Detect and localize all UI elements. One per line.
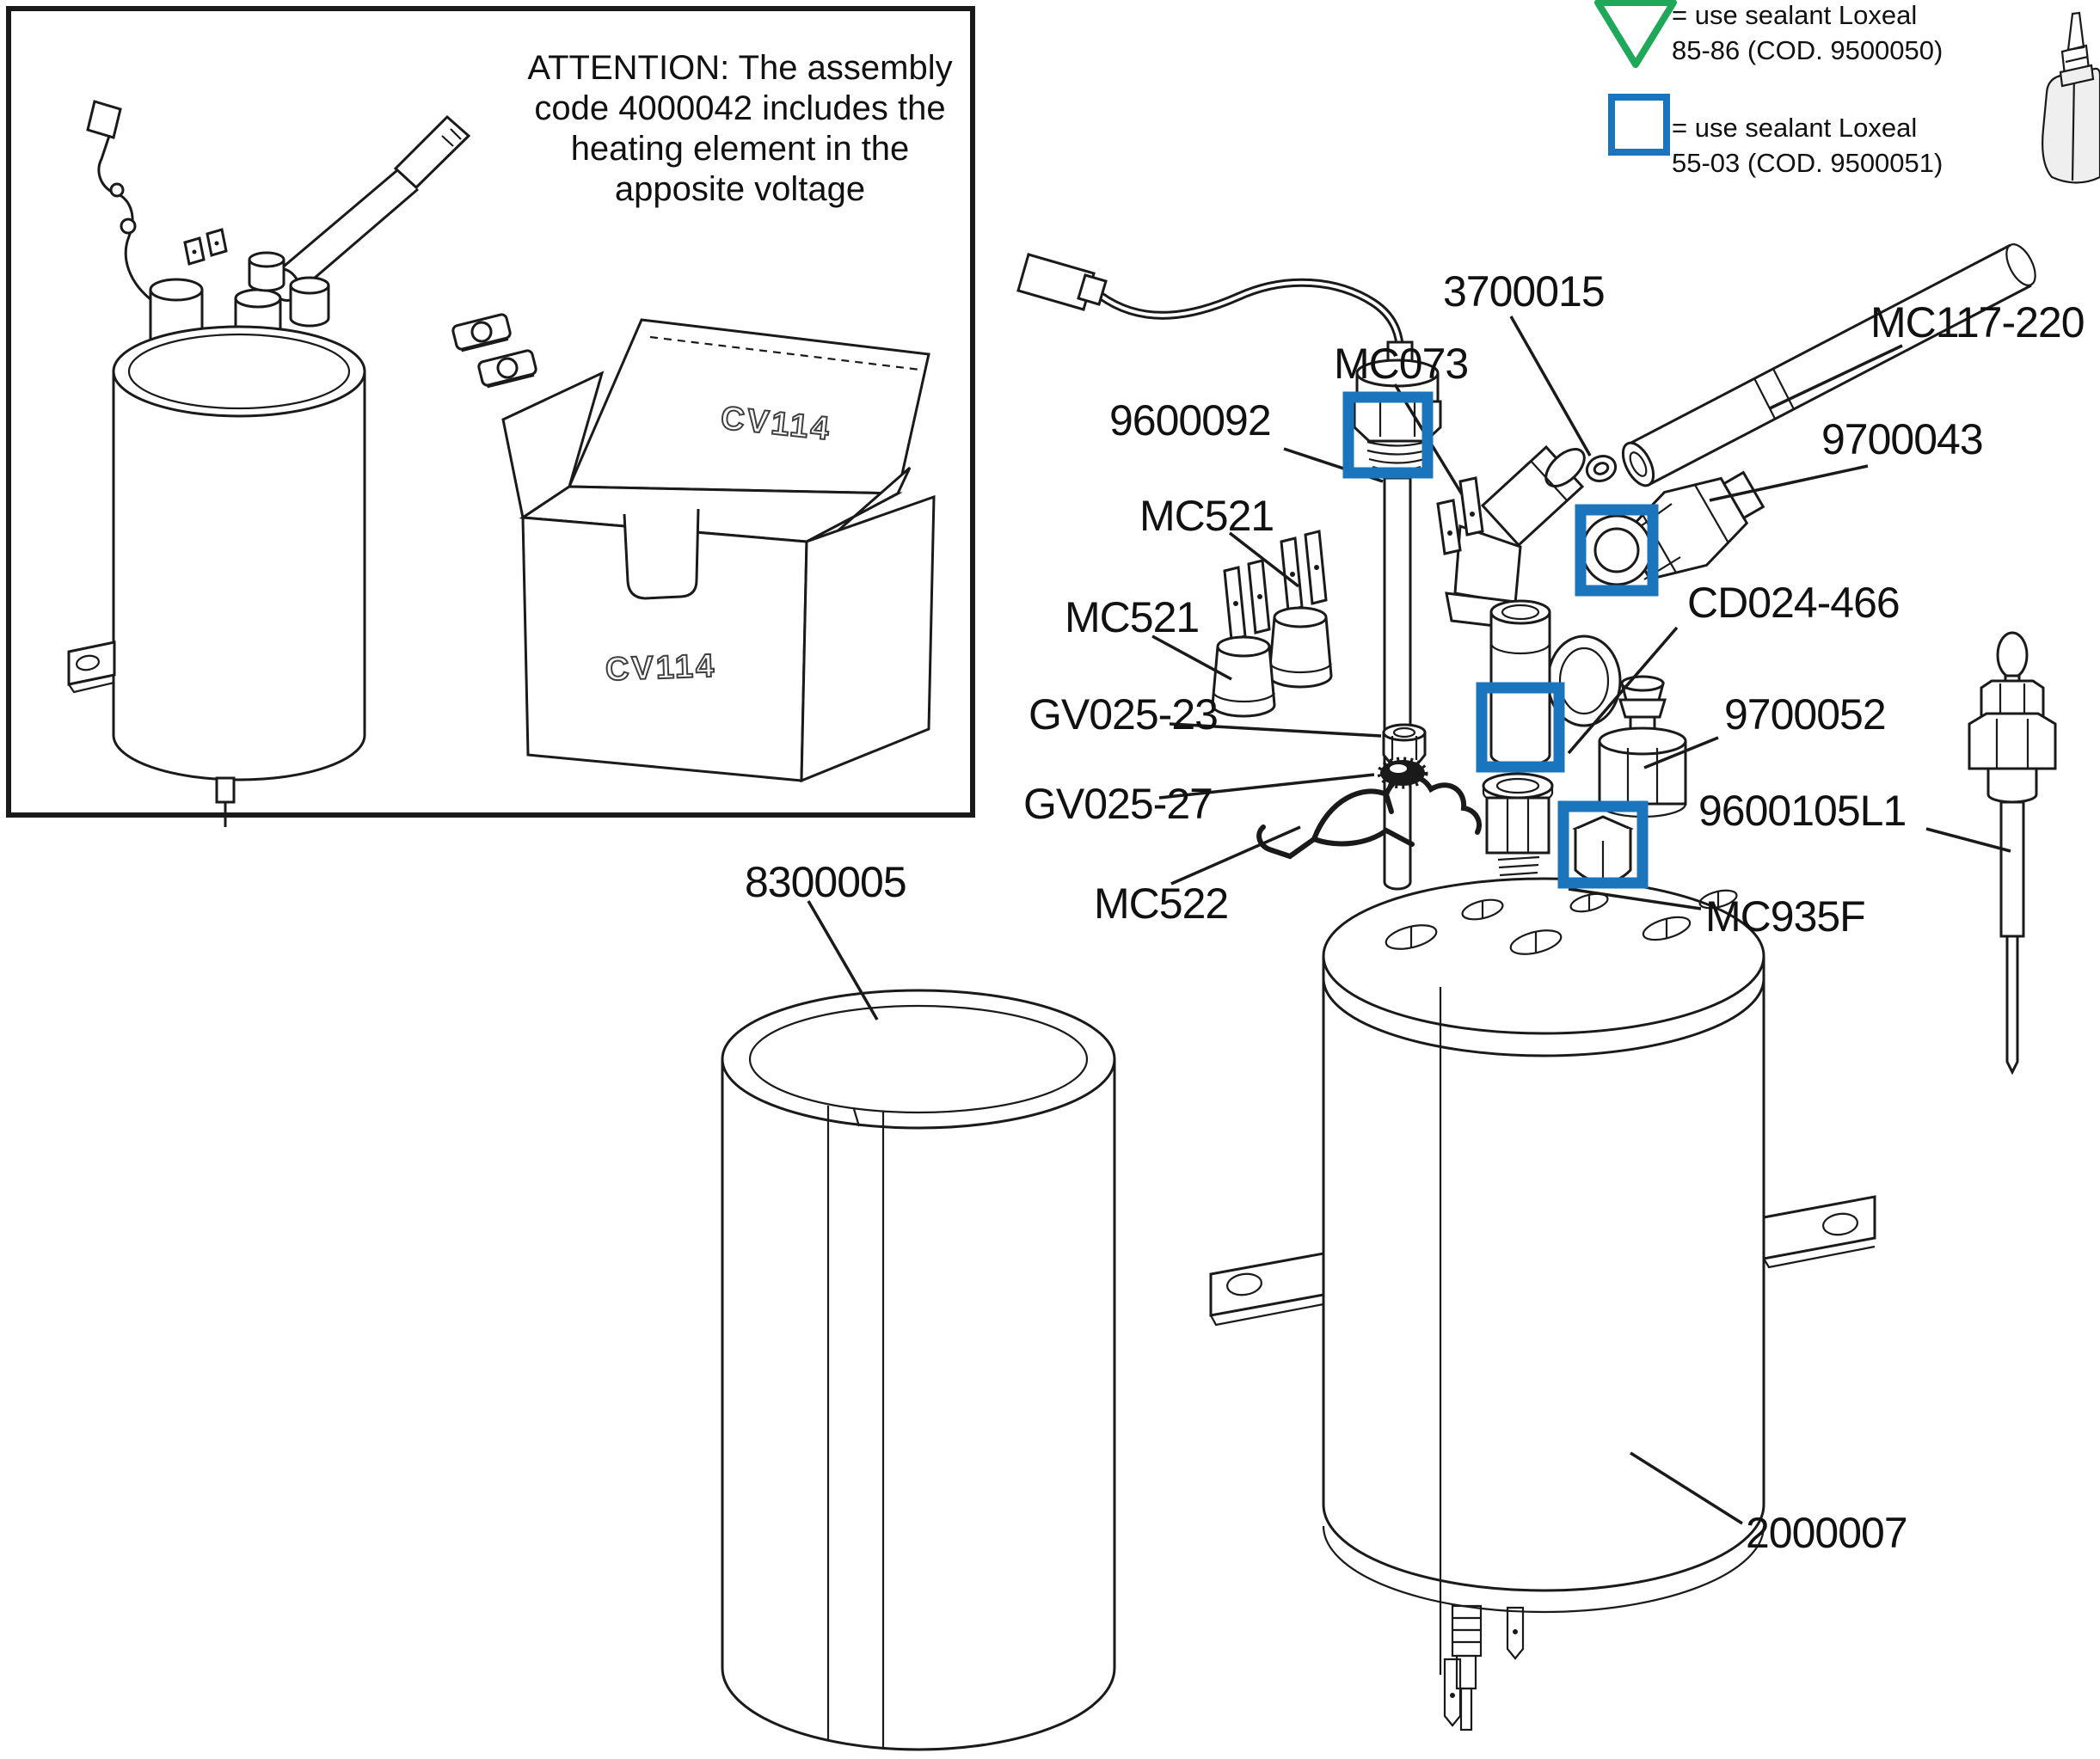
part-label-9600105l1: 9600105L1 — [1698, 787, 1907, 835]
part-8300005-drawing — [721, 989, 1116, 1751]
part-label-mc935f: MC935F — [1705, 892, 1866, 941]
assembled-boiler-drawing — [67, 100, 471, 827]
legend-blue-line1: = use sealant Loxeal — [1672, 113, 1918, 143]
inset-box-border — [6, 6, 975, 818]
part-hex-cap-drawing — [1572, 815, 1634, 883]
legend-item-green: = use sealant Loxeal 85-86 (COD. 9500050… — [1672, 0, 1943, 68]
part-gv025-27-drawing — [1377, 757, 1428, 789]
part-label-mc117-220: MC117-220 — [1870, 298, 2085, 346]
part-label-2000007: 2000007 — [1746, 1509, 1908, 1557]
legend-item-blue: = use sealant Loxeal 55-03 (COD. 9500051… — [1672, 110, 1943, 181]
sealant-marker-9600092 — [1342, 391, 1434, 479]
part-label-9700043: 9700043 — [1821, 415, 1984, 463]
attention-note: ATTENTION: The assembly code 4000042 inc… — [527, 49, 953, 208]
leader-lines — [807, 316, 2011, 1525]
box-front-code: CV114 — [604, 647, 717, 689]
probe-wire-drawing — [1016, 253, 1404, 370]
clip-nuts-drawing — [451, 313, 537, 389]
part-label-mc521-upper: MC521 — [1139, 492, 1274, 540]
part-label-gv025-23: GV025-23 — [1029, 690, 1219, 739]
legend-green-line1: = use sealant Loxeal — [1672, 0, 1918, 30]
part-mc521-drawing — [1211, 530, 1333, 718]
part-mc117-220-drawing — [1621, 243, 2036, 487]
sealant-marker-mc935f — [1557, 800, 1649, 889]
legend-green-line2: 85-86 (COD. 9500050) — [1672, 35, 1943, 65]
part-label-3700015: 3700015 — [1443, 267, 1606, 316]
part-label-mc522: MC522 — [1094, 880, 1229, 928]
part-mc935f-drawing — [1482, 772, 1554, 896]
part-label-9600092: 9600092 — [1109, 396, 1272, 444]
part-label-9700052: 9700052 — [1724, 690, 1887, 739]
sealant-bottle-icon — [2042, 11, 2100, 184]
part-label-gv025-27: GV025-27 — [1023, 780, 1213, 828]
part-label-cd024-466: CD024-466 — [1687, 579, 1900, 627]
part-9700052-drawing — [1598, 675, 1687, 818]
sealant-marker-cd024-466 — [1476, 682, 1565, 773]
part-3700015-drawing — [1585, 455, 1618, 482]
green-triangle-icon — [1594, 0, 1677, 68]
part-9600105l1-drawing — [1968, 631, 2057, 1076]
blue-square-icon — [1608, 94, 1670, 156]
sealant-marker-9700043 — [1575, 504, 1659, 597]
part-label-mc521-lower: MC521 — [1065, 593, 1200, 641]
part-label-8300005: 8300005 — [745, 858, 907, 906]
legend-blue-line2: 55-03 (COD. 9500051) — [1672, 148, 1943, 178]
sealant-markers — [1342, 391, 1659, 889]
part-2000007-drawing — [1209, 877, 1876, 1731]
part-label-mc073: MC073 — [1334, 340, 1469, 388]
cv114-box-drawing — [501, 318, 936, 783]
part-mc522-drawing — [1256, 774, 1482, 860]
